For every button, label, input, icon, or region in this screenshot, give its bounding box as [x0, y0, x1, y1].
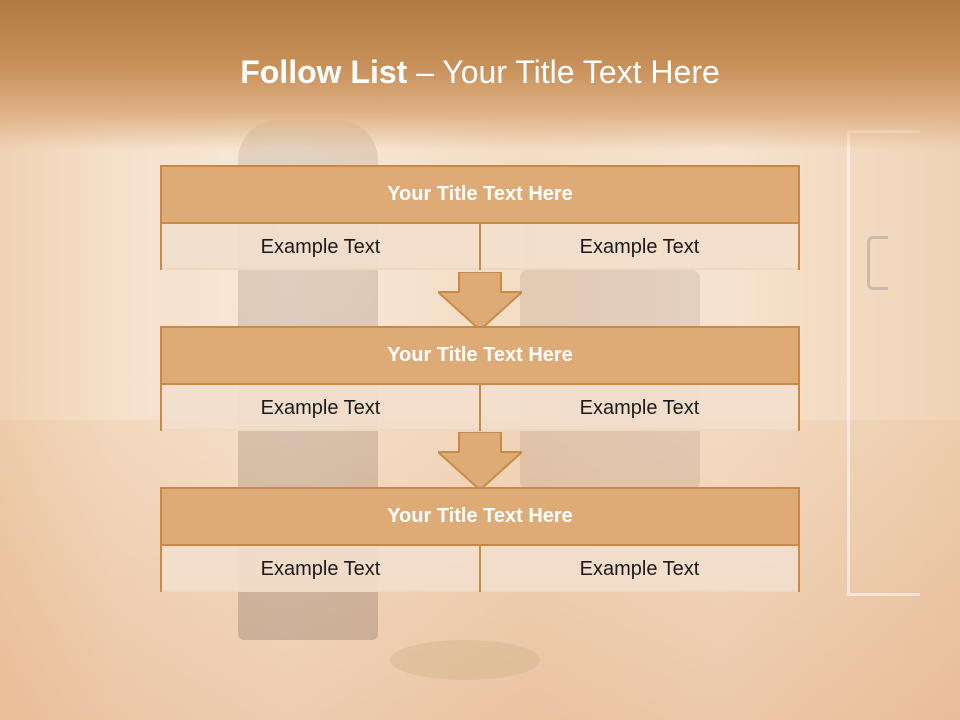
- step-cell-left: Example Text: [162, 224, 479, 270]
- slide-title-bold: Follow List: [240, 54, 408, 90]
- door-frame: [847, 130, 920, 596]
- step-box-2: Your Title Text Here Example Text Exampl…: [160, 326, 800, 431]
- step-title: Your Title Text Here: [162, 489, 798, 546]
- step-row: Example Text Example Text: [162, 546, 798, 592]
- step-cell-left: Example Text: [162, 546, 479, 592]
- step-box-1: Your Title Text Here Example Text Exampl…: [160, 165, 800, 270]
- down-arrow-icon: [438, 432, 522, 490]
- door-handle-icon: [867, 236, 888, 290]
- step-cell-right: Example Text: [479, 385, 798, 431]
- step-title: Your Title Text Here: [162, 328, 798, 385]
- header-band: [0, 0, 960, 150]
- step-box-3: Your Title Text Here Example Text Exampl…: [160, 487, 800, 592]
- step-title: Your Title Text Here: [162, 167, 798, 224]
- down-arrow-icon: [438, 272, 522, 330]
- step-cell-right: Example Text: [479, 224, 798, 270]
- mop-head: [390, 640, 540, 680]
- slide-title-rest: – Your Title Text Here: [407, 54, 720, 90]
- step-row: Example Text Example Text: [162, 224, 798, 270]
- step-cell-right: Example Text: [479, 546, 798, 592]
- step-cell-left: Example Text: [162, 385, 479, 431]
- step-row: Example Text Example Text: [162, 385, 798, 431]
- slide-title: Follow List – Your Title Text Here: [0, 54, 960, 91]
